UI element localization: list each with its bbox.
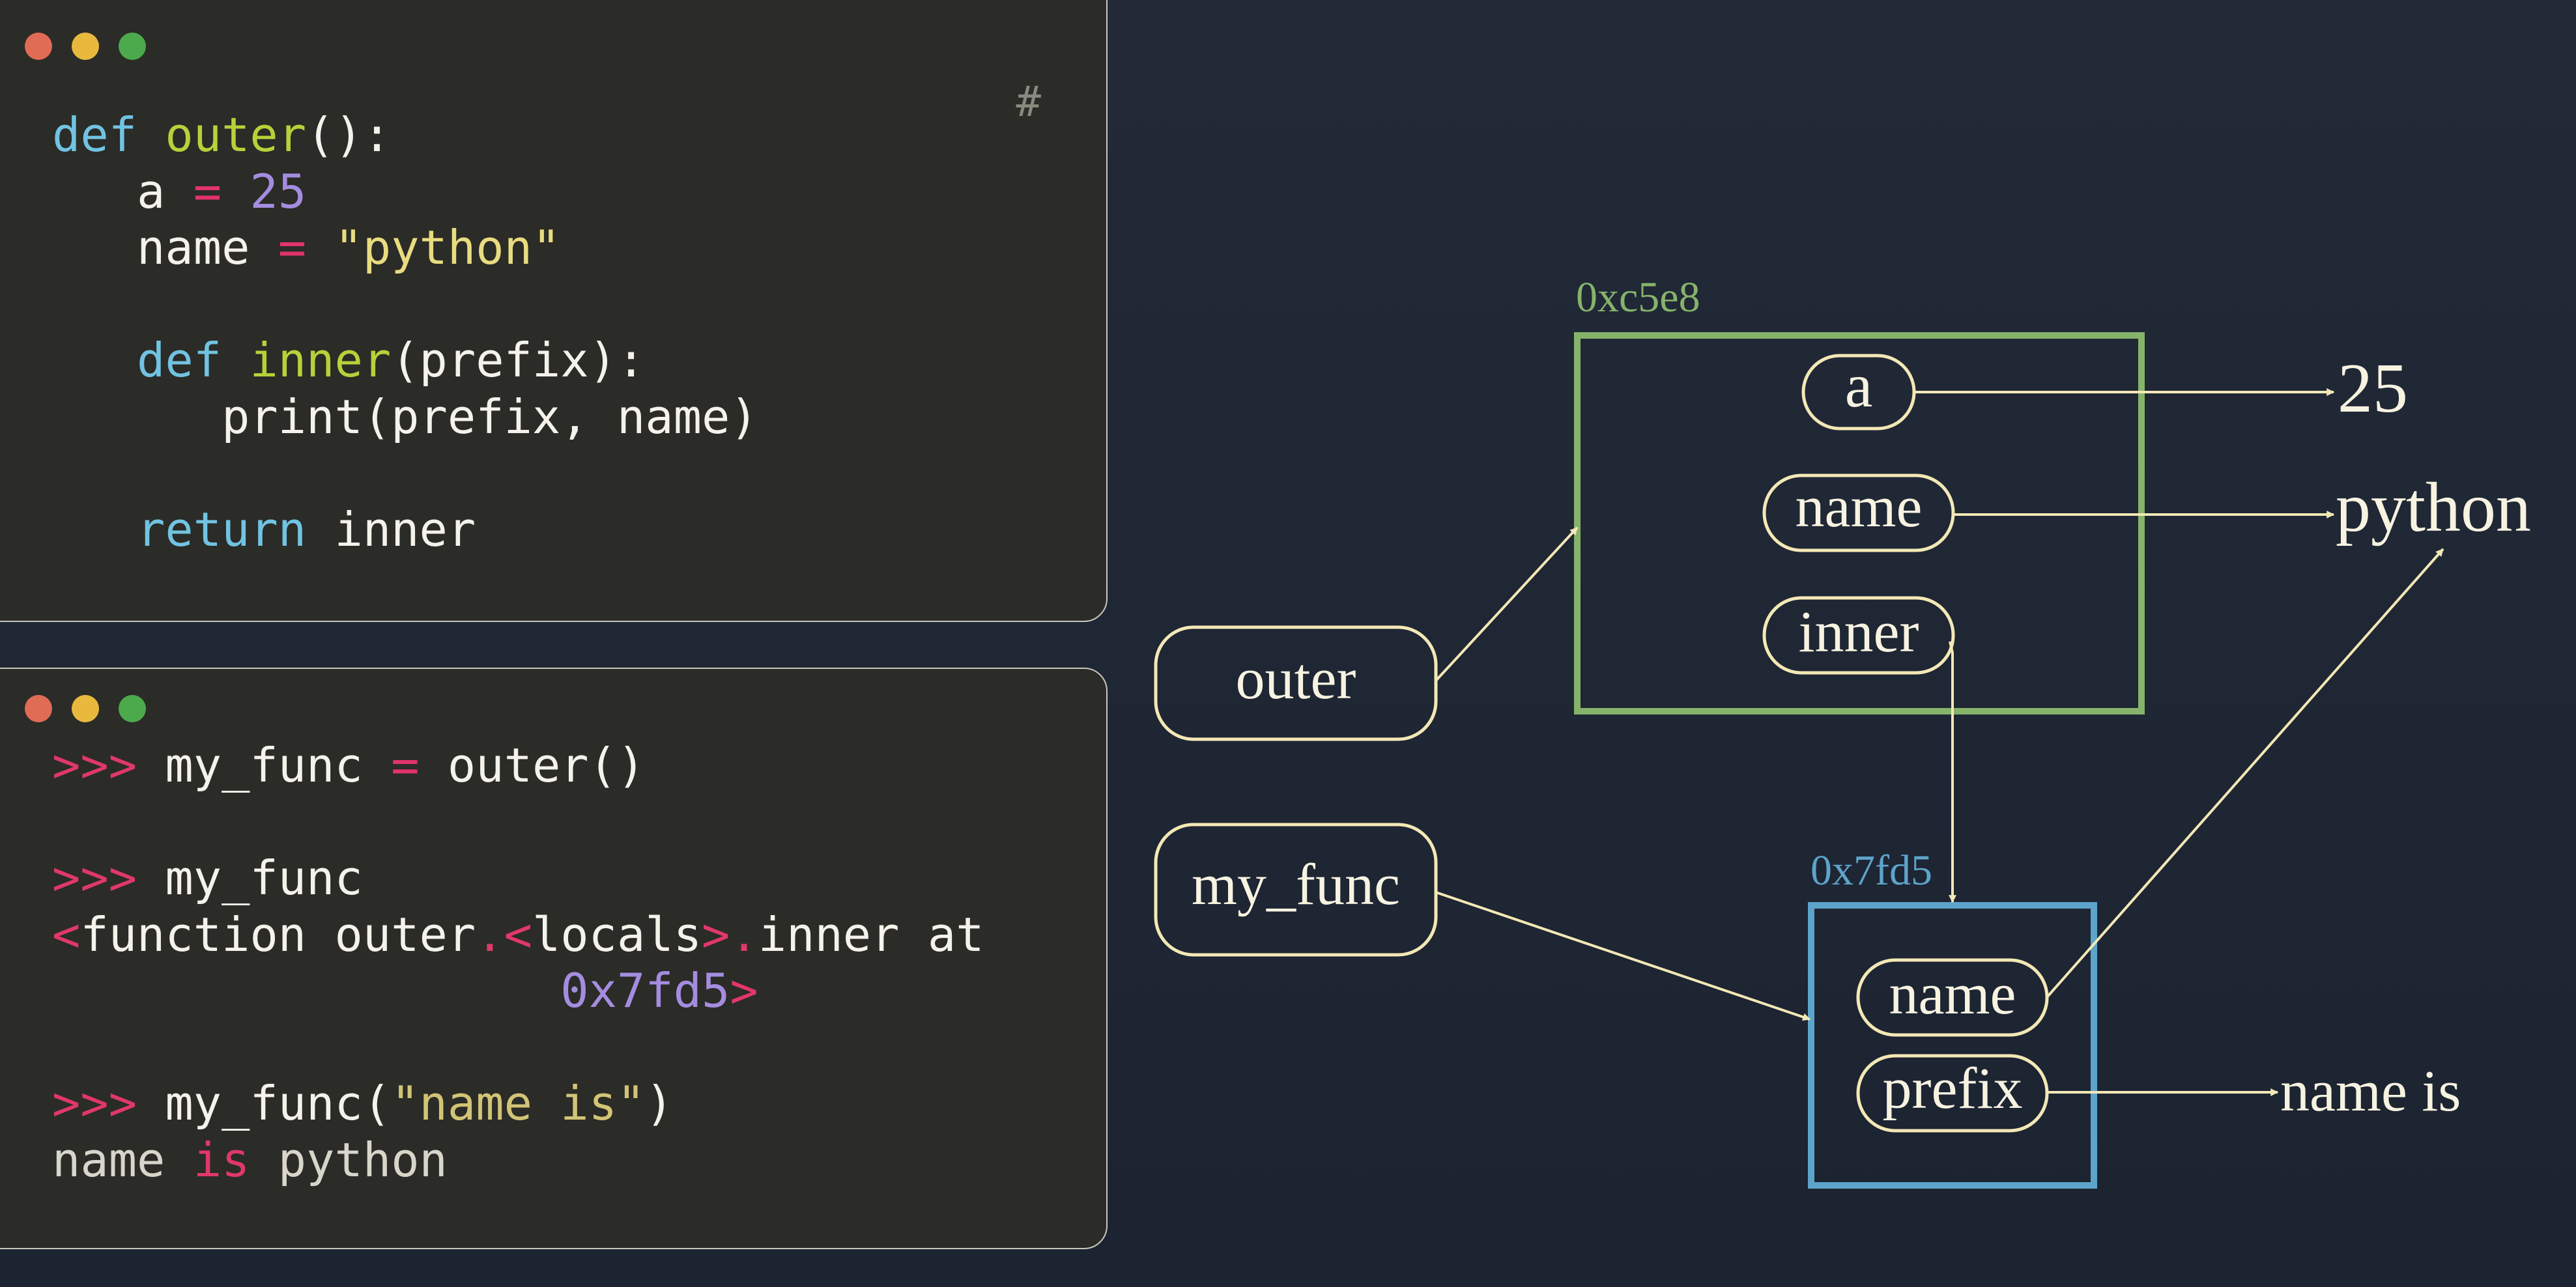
arrow-my-func-to-frame	[1435, 891, 1811, 1021]
repl-token: >>>	[52, 738, 137, 793]
repl-token: >>>	[52, 1076, 137, 1131]
repl-token: python	[250, 1132, 448, 1187]
minimize-button[interactable]	[72, 695, 99, 722]
my-func-node	[1154, 823, 1438, 957]
value-python: python	[2336, 469, 2531, 546]
repl-session: >>> my_func = outer()>>> my_func<functio…	[52, 737, 984, 1188]
code-token: "python"	[334, 220, 561, 275]
cell-name	[1762, 474, 1955, 552]
cell-prefix-label: prefix	[1883, 1056, 2023, 1121]
repl-line: >>> my_func	[52, 850, 984, 907]
code-token: =	[278, 220, 307, 275]
cell-a-label: a	[1845, 350, 1873, 420]
code-token: def	[52, 107, 165, 162]
repl-token: my_func	[137, 738, 392, 793]
repl-line: 0x7fd5>	[52, 963, 984, 1019]
code-line: a = 25	[52, 163, 758, 220]
code-editor-window: # def outer(): a = 25 name = "python" de…	[0, 0, 1108, 622]
window-controls	[25, 33, 146, 60]
repl-line: >>> my_func("name is")	[52, 1075, 984, 1132]
maximize-button[interactable]	[119, 33, 146, 60]
code-block: def outer(): a = 25 name = "python" def …	[52, 107, 758, 558]
repl-token: my_func(	[137, 1076, 392, 1131]
code-token: ():	[306, 107, 392, 162]
cell-inner-name	[1856, 958, 2049, 1037]
outer-node-label: outer	[1236, 647, 1356, 711]
code-token: def	[137, 333, 250, 388]
minimize-button[interactable]	[72, 33, 99, 60]
code-line: print(prefix, name)	[52, 389, 758, 446]
code-token: (prefix):	[391, 333, 646, 388]
value-25: 25	[2338, 350, 2408, 427]
code-token: inner	[250, 333, 392, 388]
close-button[interactable]	[25, 695, 52, 722]
repl-token: >	[702, 907, 730, 962]
code-token: outer	[165, 107, 307, 162]
repl-token: name	[52, 1132, 193, 1187]
repl-token: inner at	[758, 907, 984, 962]
repl-token: function outer	[80, 907, 476, 962]
inner-frame	[1808, 902, 2097, 1189]
code-token: 25	[250, 163, 307, 219]
repl-token: "name is"	[391, 1076, 646, 1131]
repl-line: <function outer.<locals>.inner at	[52, 907, 984, 963]
cell-name-label: name	[1796, 475, 1923, 539]
code-token: a	[52, 163, 193, 219]
repl-token: my_func	[137, 851, 363, 905]
value-name-is: name is	[2280, 1059, 2461, 1124]
repl-token: =	[391, 738, 420, 793]
code-token: print(prefix, name)	[52, 389, 758, 444]
code-line: def inner(prefix):	[52, 332, 758, 389]
code-line: def outer():	[52, 107, 758, 163]
arrow-inner-to-frame	[1949, 641, 1956, 903]
outer-frame	[1574, 332, 2145, 714]
repl-line: >>> my_func = outer()	[52, 737, 984, 794]
cell-inner-label: inner	[1799, 600, 1919, 664]
arrow-outer-to-frame	[1435, 526, 1579, 682]
outer-node	[1154, 625, 1438, 741]
repl-token: >>>	[52, 851, 137, 905]
cell-inner	[1762, 596, 1955, 675]
code-line: name = "python"	[52, 219, 758, 276]
hash-icon: #	[1016, 78, 1041, 126]
repl-token: <	[52, 907, 81, 962]
outer-frame-label: 0xc5e8	[1576, 274, 1700, 321]
repl-line: name is python	[52, 1132, 984, 1189]
code-token: inner	[306, 502, 476, 557]
cell-inner-name-label: name	[1889, 962, 2016, 1026]
arrow-inner-name-to-python	[2046, 548, 2444, 998]
code-token: name	[52, 220, 278, 275]
code-token: return	[137, 502, 307, 557]
code-line: return inner	[52, 502, 758, 558]
repl-token: )	[645, 1076, 674, 1131]
repl-token: .	[730, 907, 758, 962]
repl-token: is	[193, 1132, 250, 1187]
repl-token: <	[504, 907, 532, 962]
inner-frame-label: 0x7fd5	[1810, 847, 1932, 894]
repl-token: >	[730, 963, 758, 1018]
repl-token: outer()	[419, 738, 646, 793]
my-func-node-label: my_func	[1192, 853, 1400, 917]
maximize-button[interactable]	[119, 695, 146, 722]
repl-token: .	[476, 907, 504, 962]
repl-token: locals	[532, 907, 702, 962]
repl-token: 0x7fd5	[560, 963, 730, 1018]
close-button[interactable]	[25, 33, 52, 60]
code-token: =	[193, 163, 222, 219]
repl-window: >>> my_func = outer()>>> my_func<functio…	[0, 668, 1108, 1249]
window-controls	[25, 695, 146, 722]
